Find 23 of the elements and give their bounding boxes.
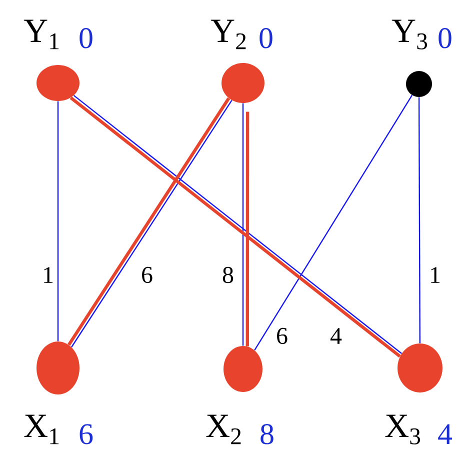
edge-line: [57, 101, 59, 342]
edge-line: [254, 94, 413, 351]
node-label: X$_{1}$: [24, 414, 59, 444]
edge-label: 8: [221, 266, 235, 284]
node-value: 8: [260, 424, 274, 444]
edge-label: 4: [329, 327, 343, 345]
node-value: 0: [80, 28, 92, 48]
node-label: Y$_{2}$: [210, 20, 246, 50]
edge-line: [246, 112, 250, 346]
node-value: 0: [438, 28, 452, 48]
node-label: Y$_{3}$: [392, 20, 428, 50]
node-label: X$_{3}$: [385, 414, 420, 444]
node-value: 0: [260, 28, 272, 48]
node-label: X$_{2}$: [206, 414, 241, 444]
node-label: Y$_{1}$: [24, 20, 59, 50]
edge-line: [418, 97, 421, 344]
node-value: 6: [80, 424, 93, 444]
edge-label: 1: [428, 266, 442, 284]
edge-label: 6: [140, 266, 154, 284]
edge-line: [242, 103, 244, 346]
edge-label: 1: [41, 266, 55, 284]
edge-label: 6: [275, 326, 289, 346]
node-value: 4: [438, 424, 452, 444]
